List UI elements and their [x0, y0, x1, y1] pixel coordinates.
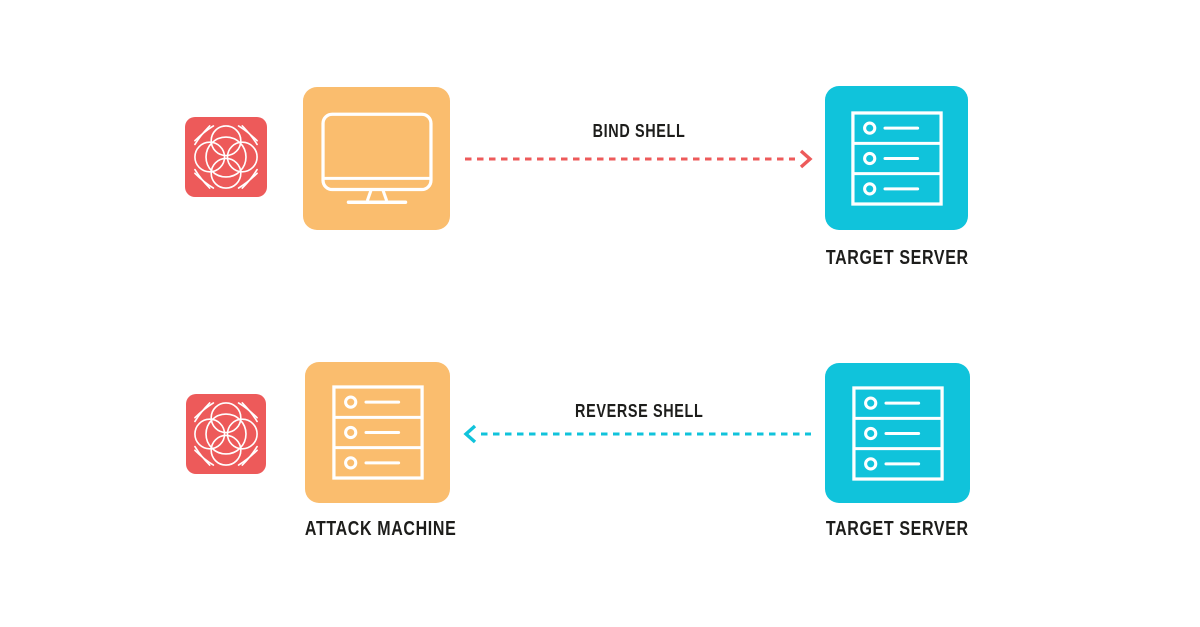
reverse-shell-caption: REVERSE SHELL [574, 401, 704, 421]
server-icon [851, 385, 944, 481]
bind-shell-caption: BIND SHELL [592, 121, 686, 141]
attack-machine-label: ATTACK MACHINE [305, 518, 457, 540]
network-web-icon [186, 394, 266, 474]
attacker-computer-card [303, 87, 450, 230]
network-web-icon [185, 117, 267, 197]
arrowhead-left-icon [463, 424, 477, 444]
monitor-icon [320, 112, 433, 204]
server-icon [331, 385, 424, 480]
arrowhead-right-icon [799, 149, 813, 169]
target-server-card-top [825, 86, 968, 230]
target-server-card-bottom [825, 363, 970, 503]
target-server-label-top: TARGET SERVER [825, 247, 969, 269]
server-icon [850, 110, 943, 206]
bind-shell-arrow [464, 148, 814, 170]
attack-machine-card [305, 362, 450, 503]
reverse-shell-arrow [462, 423, 812, 445]
target-server-label-bottom: TARGET SERVER [825, 518, 969, 540]
